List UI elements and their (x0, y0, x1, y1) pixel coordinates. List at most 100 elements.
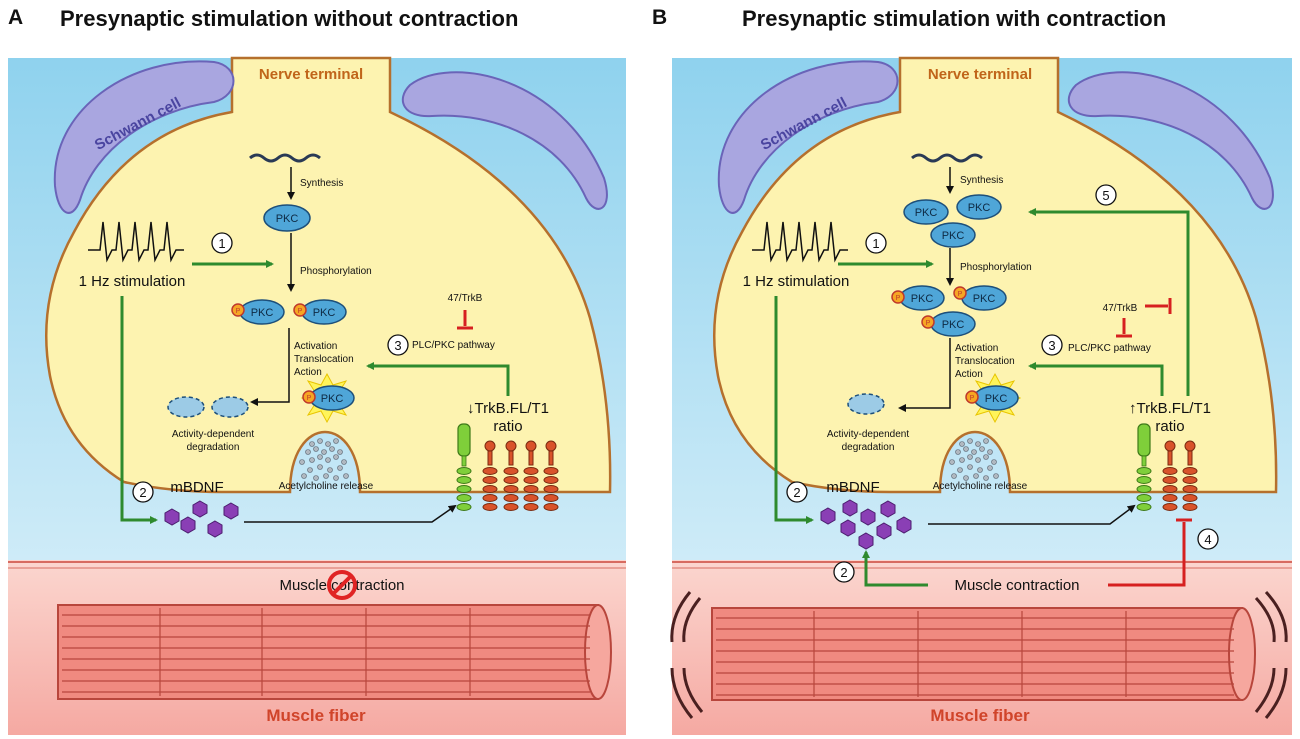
svg-text:P: P (307, 395, 312, 402)
arrow-contraction-to-mbdnf (862, 550, 928, 587)
nerve-terminal (45, 56, 612, 494)
muscle-contraction-label: Muscle contraction (954, 577, 1079, 594)
trkb-fl-receptor (456, 423, 472, 511)
nerve-terminal-label: Nerve terminal (259, 66, 363, 83)
svg-text:PKC: PKC (251, 307, 274, 319)
svg-text:P: P (236, 308, 241, 315)
arrow-step-3 (1028, 362, 1164, 396)
degradation-label-1: Activity-dependent (172, 429, 254, 440)
step-2-badge: 2 (139, 485, 146, 500)
svg-text:P: P (896, 295, 901, 302)
synthesis-label: Synthesis (300, 178, 343, 189)
svg-text:PKC: PKC (276, 213, 299, 225)
step-4-badge: 4 (1204, 532, 1211, 547)
arrow-step-2 (120, 296, 158, 524)
svg-text:P: P (958, 291, 963, 298)
degradation-label-2: degradation (187, 442, 240, 453)
arrow-degradation (250, 328, 290, 406)
svg-text:PKC: PKC (968, 202, 991, 214)
arrow-mbdnf-to-trkb (928, 504, 1136, 525)
svg-text:PKC: PKC (313, 307, 336, 319)
muscle-fiber-label: Muscle fiber (930, 706, 1030, 725)
spike-train-icon (88, 221, 184, 263)
activation-label: Activation (955, 343, 998, 354)
ratio-label: ↓TrkB.FL/T1 (467, 400, 549, 417)
mbdnf-molecules (164, 500, 239, 538)
mrna-icon (249, 153, 321, 163)
panel-b-title: Presynaptic stimulation with contraction (742, 6, 1167, 31)
step-3-badge: 3 (394, 338, 401, 353)
svg-text:PKC: PKC (942, 319, 965, 331)
pathway-label: PLC/PKC pathway (412, 340, 495, 351)
action-label: Action (955, 369, 983, 380)
phosphorylation-label: Phosphorylation (300, 266, 372, 277)
activation-label: Activation (294, 341, 337, 352)
schwann-cell-left (53, 60, 235, 214)
synthesis-label: Synthesis (960, 175, 1003, 186)
arrow-degradation (898, 338, 951, 412)
pkc-molecule-2: PKC (956, 194, 1002, 220)
svg-text:PKC: PKC (321, 393, 344, 405)
active-pkc: PKC P (965, 385, 1019, 411)
trkb-t1-receptors (482, 440, 559, 511)
svg-text:PKC: PKC (973, 293, 996, 305)
arrow-mbdnf-to-trkb (244, 504, 457, 523)
schwann-cell-right (401, 71, 608, 210)
translocation-label: Translocation (294, 354, 354, 365)
mbdnf-label: mBDNF (826, 479, 879, 496)
svg-text:P: P (298, 308, 303, 315)
step-5-badge: 5 (1102, 188, 1109, 203)
prohibition-icon (327, 570, 357, 600)
mbdnf-molecules (820, 499, 912, 550)
step-1-badge: 1 (218, 236, 225, 251)
muscle-fiber (57, 604, 612, 700)
ach-release-label: Acetylcholine release (933, 481, 1028, 492)
spike-train-icon (752, 221, 848, 263)
phospho-pkc-right: PKC P (293, 299, 347, 325)
muscle-fiber (711, 607, 1256, 701)
nerve-terminal-label: Nerve terminal (928, 66, 1032, 83)
trkb-fl-receptor (1136, 423, 1152, 511)
muscle-fiber-label: Muscle fiber (266, 706, 366, 725)
panel-b: Schwann cell Nerve terminal Synthesis PK… (670, 56, 1292, 735)
schwann-cell-right (1067, 71, 1274, 210)
phospho-pkc-left: PKC P (231, 299, 285, 325)
phospho-pkc-1: PKC P (891, 285, 945, 311)
degradation-label-2: degradation (842, 442, 895, 453)
svg-text:PKC: PKC (911, 293, 934, 305)
panel-b-letter: B (652, 6, 668, 29)
schwann-cell-left (717, 60, 899, 214)
arrow-step-3 (366, 362, 510, 396)
pkc-molecule-1: PKC (903, 199, 949, 225)
active-pkc: PKC P (302, 385, 355, 411)
phosphorylation-label: Phosphorylation (960, 262, 1032, 273)
vesicle-icon (949, 438, 999, 481)
step-2b-badge: 2 (840, 565, 847, 580)
phospho-pkc-3: PKC P (921, 311, 976, 337)
action-label: Action (294, 367, 322, 378)
step-3-badge: 3 (1048, 338, 1055, 353)
ratio-label-2: ratio (493, 418, 522, 435)
svg-text:P: P (970, 395, 975, 402)
mbdnf-label: mBDNF (170, 479, 223, 496)
ach-release-label: Acetylcholine release (279, 481, 374, 492)
degraded-pkc (847, 393, 885, 415)
pkc-molecule-3: PKC (930, 222, 976, 248)
svg-text:P: P (926, 320, 931, 327)
ratio-label-2: ratio (1155, 418, 1184, 435)
inhibitor-label: 47/TrkB (1103, 303, 1138, 314)
svg-text:PKC: PKC (915, 207, 938, 219)
arrow-step-5 (1028, 208, 1190, 396)
svg-text:PKC: PKC (942, 230, 965, 242)
trkb-t1-receptors (1162, 440, 1198, 511)
degraded-pkc (167, 396, 249, 418)
nerve-terminal (713, 56, 1278, 494)
degradation-label-1: Activity-dependent (827, 429, 909, 440)
phospho-pkc-2: PKC P (953, 285, 1007, 311)
vesicle-icon (299, 438, 349, 481)
arrow-step-4-inhibition (1108, 522, 1186, 587)
mrna-icon (911, 153, 983, 163)
pathway-label: PLC/PKC pathway (1068, 343, 1151, 354)
contraction-motion-marks (670, 590, 1288, 719)
